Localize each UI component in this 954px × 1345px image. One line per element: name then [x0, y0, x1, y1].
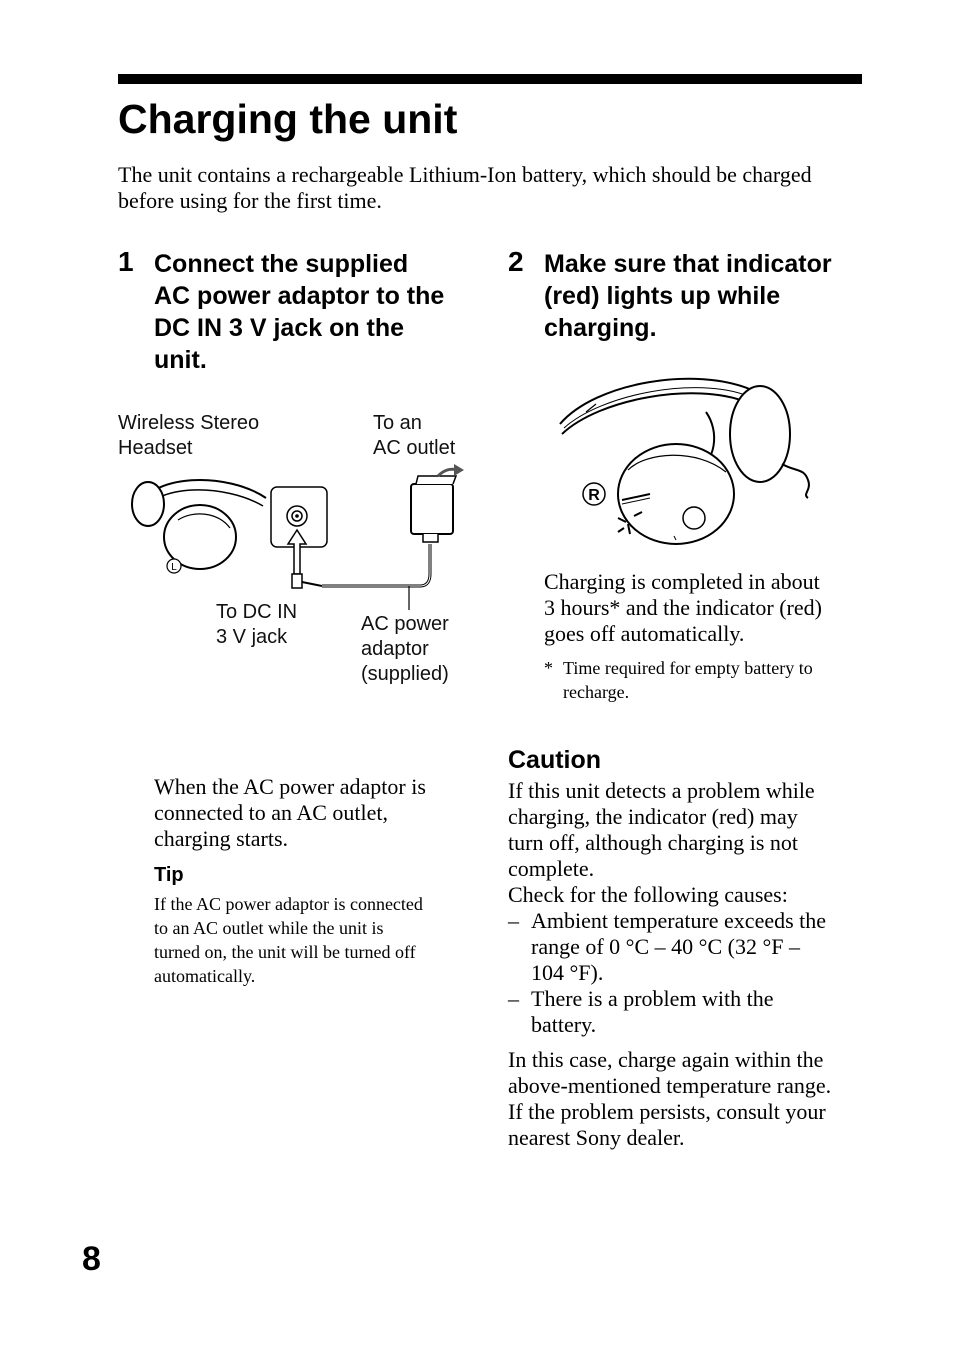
caution-line: complete.	[508, 856, 595, 881]
step-2-line: Make sure that indicator	[544, 250, 832, 278]
tip-text: If the AC power adaptor is connected to …	[154, 892, 484, 988]
caution-line: above-mentioned temperature range.	[508, 1073, 832, 1098]
caution-section: If this unit detects a problem while cha…	[508, 778, 878, 1151]
headset-indicator-diagram: R	[559, 377, 810, 545]
headset-pad	[131, 481, 165, 527]
ac-adaptor-body	[410, 483, 454, 535]
top-rule	[118, 74, 862, 84]
adaptor-label-line: adaptor	[361, 638, 429, 660]
step-2-line: (red) lights up while	[544, 282, 781, 310]
bullet-line: battery.	[531, 1012, 597, 1037]
step-1-line: DC IN 3 V jack on the	[154, 314, 405, 342]
step-1-line: AC power adaptor to the	[154, 282, 445, 310]
outlet-label-line: AC outlet	[373, 437, 456, 459]
headset-earcup	[617, 443, 735, 545]
step-2-line: charging.	[544, 314, 657, 342]
footnote-line: Time required for empty battery to	[563, 658, 813, 678]
step-1-line: unit.	[154, 346, 207, 374]
paragraph-line: Charging is completed in about	[544, 569, 820, 594]
adaptor-label-line: AC power	[361, 613, 449, 635]
caution-line: If the problem persists, consult your	[508, 1099, 826, 1124]
right-mark-icon	[582, 482, 606, 506]
page-number: 8	[82, 1240, 101, 1278]
caution-line: Check for the following causes:	[508, 882, 788, 907]
bullet-dash: –	[508, 908, 519, 933]
outlet-label: To an AC outlet	[373, 411, 455, 461]
tip-heading: Tip	[154, 864, 184, 886]
headset-pad	[729, 385, 791, 483]
dc-plug	[291, 573, 303, 589]
paragraph-line: charging starts.	[154, 826, 289, 851]
headset-label-line: Headset	[118, 437, 193, 459]
intro-paragraph: The unit contains a rechargeable Lithium…	[118, 162, 812, 213]
paragraph-line: goes off automatically.	[544, 621, 745, 646]
bullet-dash: –	[508, 986, 519, 1011]
step-2-instruction: Make sure that indicator (red) lights up…	[544, 248, 874, 344]
caution-line: If this unit detects a problem while	[508, 778, 815, 803]
tip-line: turned on, the unit will be turned off	[154, 942, 416, 962]
adaptor-label-line: (supplied)	[361, 663, 449, 685]
caution-bullet: – There is a problem with the battery.	[508, 986, 878, 1038]
charging-complete-paragraph: Charging is completed in about 3 hours* …	[544, 569, 874, 647]
caution-bullet: – Ambient temperature exceeds the range …	[508, 908, 878, 986]
jack-label: To DC IN 3 V jack	[216, 600, 297, 650]
caution-line: In this case, charge again within the	[508, 1047, 824, 1072]
bullet-line: 104 °F).	[531, 960, 604, 985]
connection-diagram: L	[131, 464, 464, 610]
paragraph-line: 3 hours* and the indicator (red)	[544, 595, 822, 620]
footnote: Time required for empty battery to recha…	[563, 656, 873, 704]
bullet-line: range of 0 °C – 40 °C (32 °F –	[531, 934, 800, 959]
caution-heading: Caution	[508, 746, 602, 774]
right-mark-text: R	[588, 487, 600, 504]
charging-starts-paragraph: When the AC power adaptor is connected t…	[154, 774, 474, 852]
tip-line: automatically.	[154, 966, 256, 986]
headset-earcup	[163, 504, 237, 570]
adaptor-cord	[322, 544, 432, 588]
tip-line: If the AC power adaptor is connected	[154, 894, 423, 914]
caution-line: charging, the indicator (red) may	[508, 804, 798, 829]
step-2-number: 2	[508, 246, 524, 277]
bullet-line: Ambient temperature exceeds the	[531, 908, 827, 933]
caution-line: nearest Sony dealer.	[508, 1125, 685, 1150]
paragraph-line: When the AC power adaptor is	[154, 774, 426, 799]
footnote-line: recharge.	[563, 682, 630, 702]
left-mark-icon	[166, 558, 182, 574]
footnote-mark: *	[544, 658, 553, 678]
outlet-label-line: To an	[373, 412, 422, 434]
earcup-button	[682, 506, 706, 530]
headset-label: Wireless Stereo Headset	[118, 411, 259, 461]
adaptor-label: AC power adaptor (supplied)	[361, 612, 449, 687]
headset-band	[559, 377, 753, 425]
headset-cable	[781, 463, 810, 499]
jack-label-line: 3 V jack	[216, 626, 288, 648]
indicator-light	[621, 493, 651, 501]
left-mark-text: L	[171, 562, 177, 573]
caution-line: turn off, although charging is not	[508, 830, 799, 855]
step-1-line: Connect the supplied	[154, 250, 409, 278]
tip-line: to an AC outlet while the unit is	[154, 918, 384, 938]
headset-label-line: Wireless Stereo	[118, 412, 260, 434]
indicator-glow-icon	[617, 511, 643, 535]
paragraph-line: connected to an AC outlet,	[154, 800, 388, 825]
step-1-number: 1	[118, 246, 134, 277]
step-1-instruction: Connect the supplied AC power adaptor to…	[154, 248, 484, 376]
page-title: Charging the unit	[118, 96, 458, 142]
bullet-line: There is a problem with the	[531, 986, 774, 1011]
jack-label-line: To DC IN	[216, 601, 298, 623]
